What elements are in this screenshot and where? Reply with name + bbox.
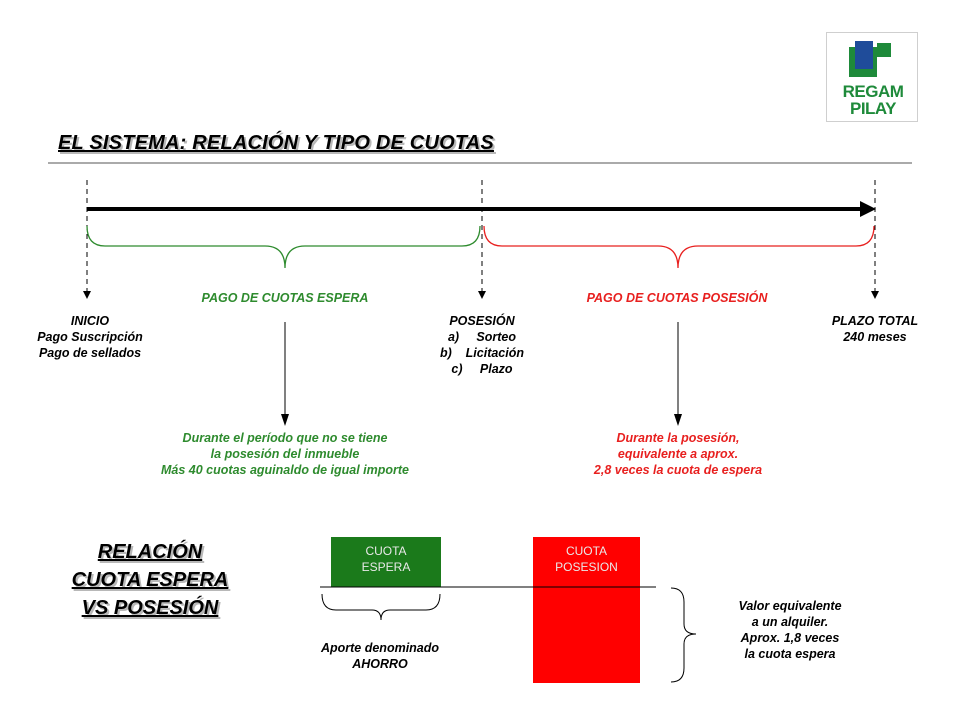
relation-heading: RELACIÓN CUOTA ESPERA VS POSESIÓN [40, 538, 260, 622]
company-logo: REGAM PILAY [826, 32, 918, 122]
phase-possession-label: PAGO DE CUOTAS POSESIÓN [586, 291, 768, 305]
wait-note-line-1: Durante el período que no se tiene [182, 431, 388, 445]
savings-note: Aporte denominado AHORRO [290, 640, 470, 672]
relation-heading-line-2: CUOTA ESPERA [71, 569, 229, 591]
wait-box-line-1: CUOTA [365, 544, 407, 558]
logo-text-line2: PILAY [849, 99, 897, 118]
wait-note-line-3: Más 40 cuotas aguinaldo de igual importe [161, 463, 409, 477]
rent-note-line-1: Valor equivalente [738, 599, 842, 613]
relation-heading-line-3: VS POSESIÓN [81, 597, 219, 619]
wait-note: Durante el período que no se tiene la po… [105, 430, 465, 478]
wait-box-line-2: ESPERA [361, 560, 411, 574]
possession-box-line-2: POSESION [555, 560, 618, 574]
possession-label: POSESIÓN a) Sorteo b) Licitación c) Plaz… [412, 313, 552, 377]
rent-note-line-3: Aprox. 1,8 veces [740, 631, 840, 645]
rent-note: Valor equivalente a un alquiler. Aprox. … [715, 598, 865, 662]
timeline-arrowhead [860, 201, 876, 217]
start-line-2: Pago de sellados [38, 346, 142, 360]
end-heading: PLAZO TOTAL [831, 314, 919, 328]
possession-box-line-1: CUOTA [565, 544, 608, 558]
possession-note-line-2: equivalente a aprox. [617, 447, 739, 461]
rent-note-line-2: a un alquiler. [751, 615, 829, 629]
savings-brace [321, 593, 441, 621]
possession-item-licitacion: b) Licitación [439, 346, 525, 360]
logo-mark [849, 41, 895, 79]
possession-note-line-1: Durante la posesión, [616, 431, 740, 445]
possession-brace [483, 225, 875, 269]
relation-heading-line-1: RELACIÓN [97, 541, 203, 563]
savings-note-line-1: Aporte denominado [320, 641, 440, 655]
possession-box [533, 537, 640, 683]
start-heading: INICIO [70, 314, 110, 328]
logo-text-line1: REGAM [842, 82, 904, 101]
wait-box-label: CUOTA ESPERA [331, 537, 441, 587]
end-label: PLAZO TOTAL 240 meses [800, 313, 950, 345]
start-line-1: Pago Suscripción [37, 330, 143, 344]
possession-box-label: CUOTA POSESION [533, 537, 640, 587]
possession-item-sorteo: a) Sorteo [447, 330, 517, 344]
wait-note-line-2: la posesión del inmueble [210, 447, 360, 461]
possession-item-plazo: c) Plazo [451, 362, 513, 376]
rent-brace [670, 587, 697, 683]
savings-note-line-2: AHORRO [352, 657, 408, 671]
rent-note-line-4: la cuota espera [744, 647, 836, 661]
phase-wait-label: PAGO DE CUOTAS ESPERA [201, 291, 369, 305]
wait-box [331, 537, 441, 587]
end-duration: 240 meses [843, 330, 907, 344]
page-title: EL SISTEMA: RELACIÓN Y TIPO DE CUOTAS [58, 132, 494, 154]
possession-note-line-3: 2,8 veces la cuota de espera [593, 463, 763, 477]
wait-brace [86, 225, 481, 269]
possession-note-arrowhead [674, 414, 682, 426]
possession-note: Durante la posesión, equivalente a aprox… [538, 430, 818, 478]
start-label: INICIO Pago Suscripción Pago de sellados [10, 313, 170, 361]
possession-heading: POSESIÓN [449, 314, 515, 328]
wait-note-arrowhead [281, 414, 289, 426]
